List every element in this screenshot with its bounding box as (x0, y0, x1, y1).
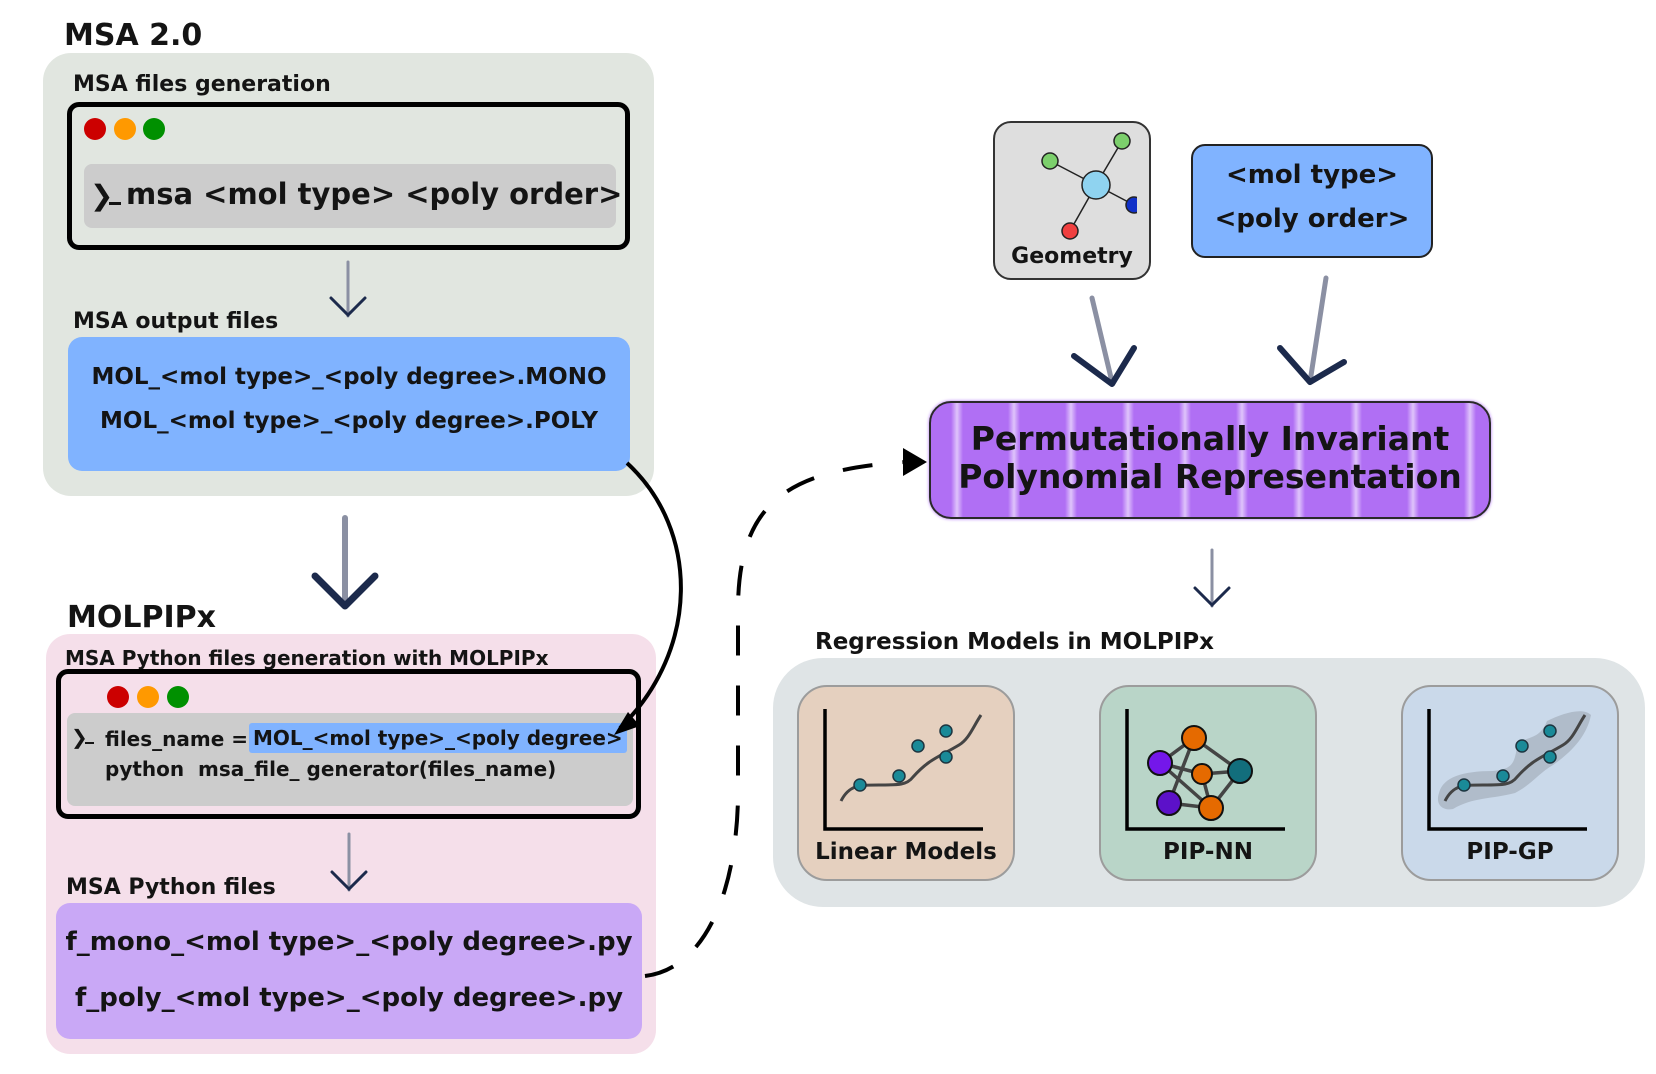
gaussian-process-plot-icon (1427, 709, 1591, 831)
linear-fit-plot-icon (823, 709, 983, 831)
arrow-msa-to-molpipx (311, 515, 379, 610)
terminal-maximize-dot (167, 686, 189, 708)
connector-python-files-to-pip (644, 460, 906, 978)
terminal-prompt-icon: ❯ (90, 179, 122, 212)
molpipx-command-bar: ❯ files_name = MOL_<mol type>_<poly degr… (67, 713, 633, 806)
python-file-mono: f_mono_<mol type>_<poly degree>.py (65, 927, 633, 957)
connector-arrowhead (903, 448, 927, 476)
arrow-shaft (1307, 275, 1329, 385)
neural-network-plot-icon (1125, 709, 1285, 831)
python-file-poly: f_poly_<mol type>_<poly degree>.py (74, 983, 624, 1013)
nn-node-purple (1156, 790, 1182, 816)
arrow-head (1193, 586, 1231, 608)
msa-section-title: MSA 2.0 (64, 18, 203, 53)
arrow-shaft (1089, 295, 1115, 385)
nn-node-orange (1198, 795, 1224, 821)
terminal-maximize-dot (143, 118, 165, 140)
data-point (911, 739, 925, 753)
data-point (853, 778, 867, 792)
model-card-pip-nn: PIP-NN (1099, 685, 1317, 881)
terminal-close-dot (107, 686, 129, 708)
molecule-geometry-icon (1041, 132, 1137, 240)
plot-axes (1125, 709, 1285, 831)
atom-blue (1125, 196, 1137, 214)
msa-python-files-box: f_mono_<mol type>_<poly degree>.py f_pol… (56, 903, 642, 1039)
terminal-minimize-dot (114, 118, 136, 140)
msa-generation-label: MSA files generation (73, 72, 331, 97)
atom-red (1061, 222, 1079, 240)
param-poly-order: <poly order> (1214, 204, 1410, 234)
mol-parameters-box: <mol type> <poly order> (1191, 144, 1433, 258)
molpipx-generation-label: MSA Python files generation with MOLPIPx (65, 646, 549, 670)
molpipx-section-title: MOLPIPx (67, 600, 216, 635)
msa-command-bar: ❯ msa <mol type> <poly order> (84, 164, 622, 228)
arrows-inputs-to-pip (1071, 275, 1347, 387)
geometry-label: Geometry (1011, 244, 1133, 269)
atom-green (1041, 152, 1059, 170)
arrow-generation-to-output (329, 260, 367, 318)
model-card-pip-gp: PIP-GP (1401, 685, 1619, 881)
model-card-linear: Linear Models (797, 685, 1015, 881)
nn-node-teal (1227, 758, 1253, 784)
model-label-pip-gp: PIP-GP (1466, 839, 1554, 865)
arrow-pip-to-regression (1193, 548, 1231, 608)
arrow-head (311, 572, 379, 610)
nn-node-orange (1191, 763, 1213, 785)
nn-node-purple (1147, 750, 1173, 776)
connector-output-to-molpipx-command (618, 461, 683, 730)
data-point (1457, 778, 1471, 792)
msa-output-file-poly: MOL_<mol type>_<poly degree>.POLY (100, 408, 598, 434)
nn-node-orange (1181, 725, 1207, 751)
data-point (1543, 724, 1557, 738)
arrow-head (1071, 345, 1137, 387)
data-point (892, 769, 906, 783)
msa-python-files-label: MSA Python files (66, 875, 276, 900)
data-point (1515, 739, 1529, 753)
connector-arrowhead (614, 712, 640, 735)
confidence-band (1437, 711, 1591, 810)
data-point (939, 750, 953, 764)
atom-central (1081, 170, 1111, 200)
molpipx-command-line1-prefix: files_name = (105, 727, 255, 751)
arrow-head (1277, 345, 1347, 385)
plot-axes (1427, 709, 1587, 831)
msa-output-files-box: MOL_<mol type>_<poly degree>.MONO MOL_<m… (68, 337, 630, 471)
msa-output-file-mono: MOL_<mol type>_<poly degree>.MONO (91, 364, 607, 390)
data-point (1543, 750, 1557, 764)
terminal-close-dot (84, 118, 106, 140)
msa-output-label: MSA output files (73, 309, 279, 334)
terminal-minimize-dot (137, 686, 159, 708)
data-point (939, 724, 953, 738)
plot-axes (823, 709, 983, 831)
model-label-linear: Linear Models (815, 839, 997, 865)
molpipx-command-line2: python msa_file_ generator(files_name) (105, 757, 557, 781)
pip-representation-box: Permutationally Invariant Polynomial Rep… (929, 401, 1491, 519)
pip-title-line1: Permutationally Invariant (970, 419, 1450, 458)
msa-terminal-window: ❯ msa <mol type> <poly order> (67, 102, 630, 250)
terminal-prompt-icon: ❯ (71, 725, 94, 749)
model-label-pip-nn: PIP-NN (1163, 839, 1253, 865)
arrow-head (330, 870, 368, 892)
pip-title-line2: Polynomial Representation (958, 457, 1462, 496)
data-point (1496, 769, 1510, 783)
regression-title: Regression Models in MOLPIPx (815, 629, 1214, 655)
molpipx-terminal-window: ❯ files_name = MOL_<mol type>_<poly degr… (56, 669, 641, 819)
msa-command-text: msa <mol type> <poly order> (126, 177, 623, 211)
molpipx-command-line1-highlight: MOL_<mol type>_<poly degree> (249, 723, 627, 753)
arrow-generation-to-python-files (330, 832, 368, 892)
param-mol-type: <mol type> (1225, 160, 1399, 190)
geometry-input-box: Geometry (993, 121, 1151, 280)
arrow-head (329, 296, 367, 318)
atom-green (1113, 132, 1131, 150)
